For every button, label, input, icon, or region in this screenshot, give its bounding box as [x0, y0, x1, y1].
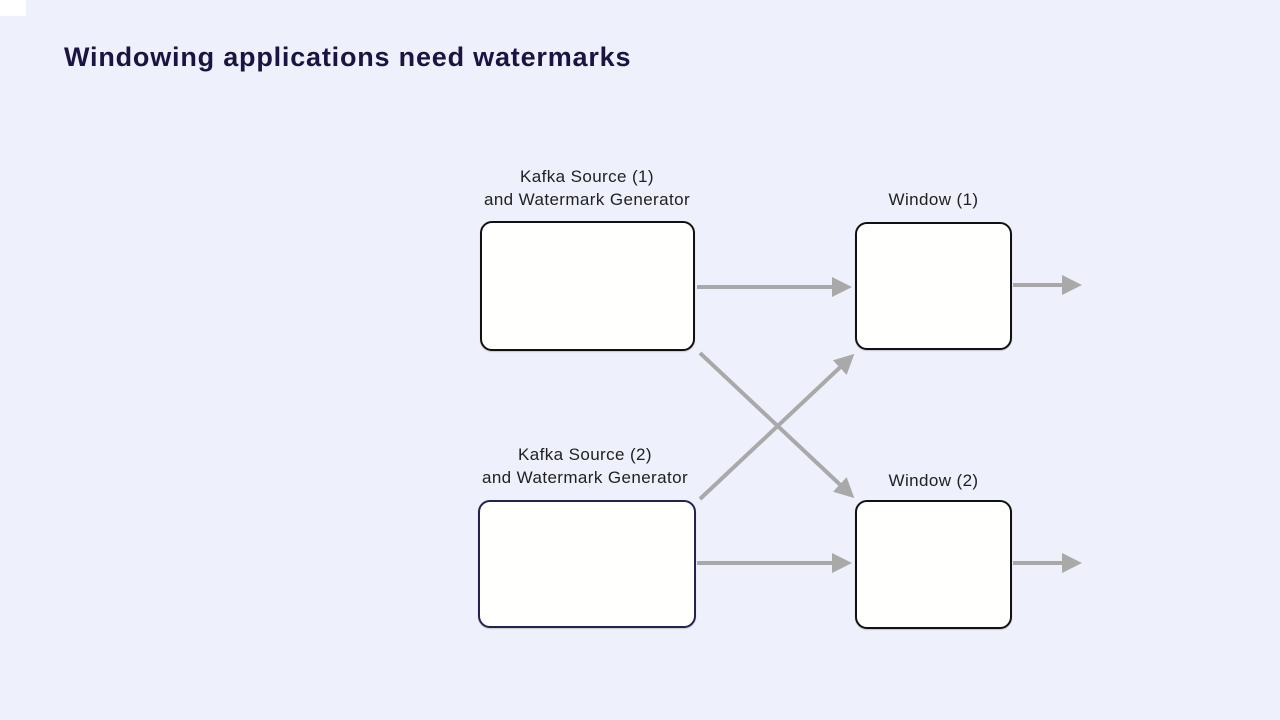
node-kafka-source-1 [480, 221, 695, 351]
kafka-source-1-label: Kafka Source (1) and Watermark Generator [447, 165, 727, 211]
kafka-source-2-label-line1: Kafka Source (2) [518, 445, 652, 464]
node-window-1 [855, 222, 1012, 350]
node-kafka-source-2 [478, 500, 696, 628]
slide-title: Windowing applications need watermarks [64, 42, 632, 72]
node-window-2 [855, 500, 1012, 629]
kafka-source-2-label: Kafka Source (2) and Watermark Generator [445, 443, 725, 489]
window-2-label-line1: Window (2) [888, 471, 979, 490]
kafka-source-1-label-line2: and Watermark Generator [483, 190, 691, 209]
kafka-source-1-label-line1: Kafka Source (1) [520, 167, 654, 186]
window-1-label-line1: Window (1) [888, 190, 979, 209]
window-2-label: Window (2) [853, 469, 1014, 492]
corner-artifact [0, 0, 26, 16]
kafka-source-2-label-line2: and Watermark Generator [481, 468, 689, 487]
window-1-label: Window (1) [853, 188, 1014, 211]
